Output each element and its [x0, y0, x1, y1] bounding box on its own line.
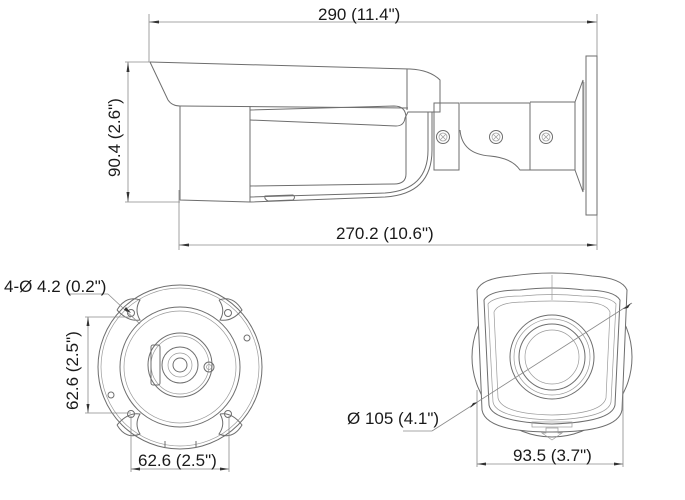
mount-holes-label: 4-Ø 4.2 (0.2") [4, 277, 107, 296]
mount-hole-top-right [218, 298, 243, 321]
screw-icon-1 [436, 130, 450, 144]
front-width-label: 93.5 (3.7") [513, 446, 592, 465]
front-view [403, 272, 633, 467]
overall-length-label: 290 (11.4") [318, 5, 401, 24]
body-length-label: 270.2 (10.6") [336, 224, 434, 243]
hole-spacing-vertical-dimension-line [85, 316, 131, 414]
body-length-dimension-line [178, 190, 597, 250]
lens [509, 314, 595, 400]
hole-spacing-vertical-label: 62.6 (2.5") [63, 331, 82, 410]
mount-hole-leader-line [68, 293, 141, 325]
mount-hole-top-left [116, 298, 141, 321]
front-diameter-label: Ø 105 (4.1") [347, 409, 440, 428]
body-height-label: 90.4 (2.6") [105, 98, 124, 177]
screw-icon-2 [489, 130, 503, 144]
side-view [125, 14, 598, 250]
hole-spacing-horizontal-dimension-line [130, 416, 230, 472]
sun-shield [149, 61, 441, 127]
cable-gland [147, 332, 215, 398]
mount-bracket [433, 55, 598, 216]
front-diameter-leader-line [403, 302, 633, 432]
front-width-dimension-line [476, 390, 624, 467]
mount-base-view [68, 284, 263, 472]
hole-spacing-horizontal-label: 62.6 (2.5") [138, 451, 217, 470]
mount-hole-bottom-right [218, 410, 243, 437]
screw-icon-3 [539, 130, 553, 144]
camera-body [179, 105, 433, 203]
body-height-dimension-line [125, 61, 180, 203]
